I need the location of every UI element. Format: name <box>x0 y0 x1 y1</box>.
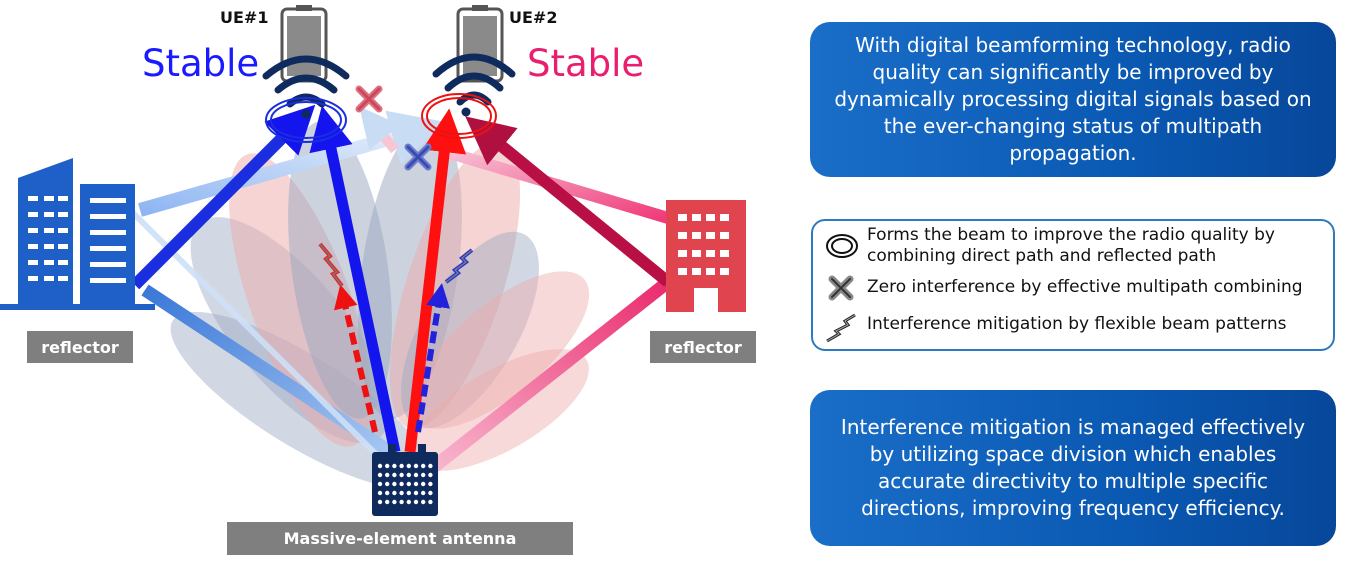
antenna-element <box>377 472 383 478</box>
antenna-element <box>413 481 419 487</box>
ue1-signal-icon <box>262 55 350 119</box>
antenna-element <box>428 472 433 478</box>
ue1-double-circle-icon <box>265 97 347 143</box>
double-circle-icon <box>826 234 858 258</box>
top-description-box: With digital beamforming technology, rad… <box>810 22 1336 177</box>
antenna-element <box>392 499 397 505</box>
x-mark-icon <box>355 85 383 113</box>
antenna-element <box>406 472 411 478</box>
antenna-element <box>406 490 411 496</box>
top-description-text: With digital beamforming technology, rad… <box>834 33 1312 165</box>
lightning-icon <box>826 313 856 343</box>
antenna-element <box>428 499 433 505</box>
interference-path-red <box>334 284 378 433</box>
ue2-phone <box>456 5 504 83</box>
antenna-element <box>428 490 433 496</box>
path-antenna-to-right-reflector <box>425 276 673 476</box>
lightning-icon <box>444 248 474 284</box>
antenna-element <box>413 499 419 505</box>
antenna-element <box>428 481 433 487</box>
direct-path-ue1 <box>309 105 401 454</box>
antenna-element <box>392 472 397 478</box>
ue1-label: UE#1 <box>220 8 269 27</box>
path-right-reflector-to-ue2 <box>465 116 672 287</box>
bottom-description-text: Interference mitigation is managed effec… <box>840 415 1306 520</box>
antenna-element <box>406 499 411 505</box>
antenna-element <box>421 481 426 487</box>
legend-item-text: Forms the beam to improve the radio qual… <box>867 225 1275 266</box>
antenna-element <box>385 463 390 469</box>
antenna-element <box>385 472 390 478</box>
antenna-element <box>385 499 390 505</box>
beam-lobe <box>410 271 590 429</box>
right-reflector-label: reflector <box>650 331 756 363</box>
x-mark-icon <box>404 143 432 171</box>
left-reflector-building <box>0 158 155 310</box>
legend-item-text: Interference mitigation by flexible beam… <box>867 314 1287 334</box>
antenna-element <box>399 463 404 469</box>
antenna-element <box>399 481 404 487</box>
antenna-element <box>421 472 426 478</box>
beam-lobe <box>401 231 539 429</box>
antenna-element <box>421 499 426 505</box>
legend: Forms the beam to improve the radio qual… <box>811 219 1335 351</box>
ue1-phone <box>280 5 328 83</box>
left-reflector-label: reflector <box>27 331 133 363</box>
direct-paths <box>309 105 467 454</box>
ue2-status: Stable <box>527 42 645 85</box>
antenna-element <box>392 490 397 496</box>
right-reflector-building <box>666 200 746 312</box>
antenna-element <box>421 463 426 469</box>
ue2-label: UE#2 <box>509 8 558 27</box>
antenna-element <box>399 490 404 496</box>
antenna-element <box>428 463 433 469</box>
antenna-element <box>421 490 426 496</box>
antenna-element <box>377 481 383 487</box>
beamforming-diagram <box>0 5 746 516</box>
antenna-element <box>377 499 383 505</box>
antenna-element <box>385 490 390 496</box>
cancelled-interference-path <box>359 106 401 154</box>
antenna-element <box>385 481 390 487</box>
antenna-element <box>377 490 383 496</box>
antenna-element <box>406 463 411 469</box>
antenna-element <box>413 490 419 496</box>
lightning-icon <box>318 242 344 288</box>
ue2-double-circle-icon <box>421 93 497 139</box>
antenna-element <box>413 472 419 478</box>
antenna-label: Massive-element antenna <box>227 522 573 555</box>
bottom-description-box: Interference mitigation is managed effec… <box>810 390 1336 546</box>
x-mark-icon <box>828 275 854 301</box>
antenna-element <box>406 481 411 487</box>
antenna-element <box>392 481 397 487</box>
reflected-paths <box>127 104 673 476</box>
antenna-element <box>399 472 404 478</box>
interference-path-blue <box>415 283 450 433</box>
massive-element-antenna <box>372 444 438 516</box>
ue1-status: Stable <box>142 42 260 85</box>
antenna-element <box>377 463 383 469</box>
antenna-element <box>413 463 419 469</box>
antenna-element <box>399 499 404 505</box>
antenna-element <box>392 463 397 469</box>
legend-item-text: Zero interference by effective multipath… <box>867 277 1303 297</box>
path-left-reflector-to-ue1 <box>130 104 316 290</box>
